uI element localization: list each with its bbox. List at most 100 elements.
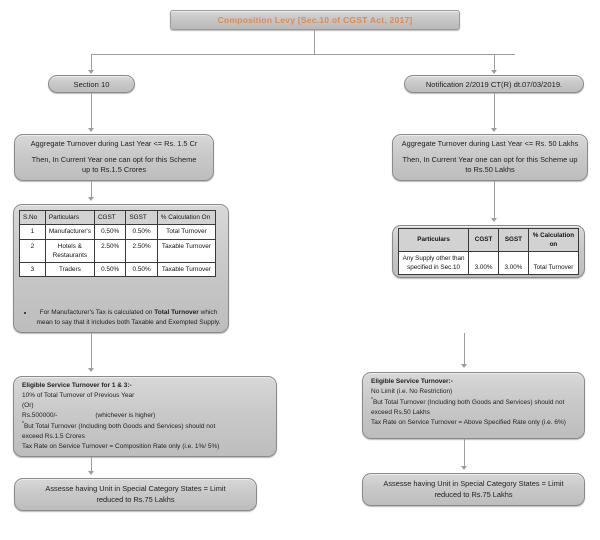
cell-particulars: Any Supply other than specified in Sec.1… xyxy=(397,250,470,276)
right-rate-table: Particulars CGST SGST % Calculation on A… xyxy=(397,227,580,276)
cell-calculation-on: Total Turnover xyxy=(156,224,217,240)
arrow-right-service xyxy=(461,364,467,368)
right-bottom-line1: Assesse having Unit in Special Category … xyxy=(383,478,564,488)
right-service-line2-text: But Total Turnover (Including both Goods… xyxy=(372,399,565,407)
cell-sno: 3 xyxy=(19,262,46,278)
left-bottom-line2: reduced to Rs.75 Lakhs xyxy=(96,494,175,504)
note-bullet: For Manufacturer's Tax is calculated on … xyxy=(34,308,223,327)
arrow-to-notification xyxy=(491,70,497,74)
node-right-rate-table: Particulars CGST SGST % Calculation on A… xyxy=(392,225,585,278)
connector-left-table-down xyxy=(91,333,92,369)
cell-sgst: 3.00% xyxy=(497,250,529,276)
table-row: 1 Manufacturer's 0.50% 0.50% Total Turno… xyxy=(19,224,217,240)
connector-right-turnover-down xyxy=(494,181,495,219)
arrow-right-table xyxy=(491,218,497,222)
table-header-row: Particulars CGST SGST % Calculation on xyxy=(397,227,580,253)
arrow-left-bottom xyxy=(88,471,94,475)
node-right-aggregate-turnover: Aggregate Turnover during Last Year <= R… xyxy=(392,134,588,181)
node-left-aggregate-turnover: Aggregate Turnover during Last Year <= R… xyxy=(14,134,214,181)
cell-cgst: 0.50% xyxy=(93,262,127,278)
connector-to-section10 xyxy=(91,54,92,71)
arrow-left-service xyxy=(88,368,94,372)
cell-calculation-on: Taxable Turnover xyxy=(156,238,217,264)
left-service-line6: Tax Rate on Service Turnover = Compositi… xyxy=(22,443,220,451)
cell-sno: 2 xyxy=(19,238,46,264)
arrow-left-turnover xyxy=(88,128,94,132)
connector-to-notification xyxy=(494,54,495,71)
cell-cgst: 3.00% xyxy=(468,250,499,276)
arrow-right-bottom xyxy=(461,466,467,470)
connector-title-down xyxy=(314,30,315,54)
right-service-line4: Tax Rate on Service Turnover = Above Spe… xyxy=(371,419,566,427)
header-cgst: CGST xyxy=(468,227,499,253)
node-left-rate-table: S.No Particulars CGST SGST % Calculation… xyxy=(13,204,229,333)
right-bottom-line2: reduced to Rs.75 Lakhs xyxy=(434,489,513,499)
node-left-eligible-service-turnover: Eligible Service Turnover for 1 & 3:- 10… xyxy=(13,376,277,457)
cell-particulars: Traders xyxy=(44,262,95,278)
left-turnover-line3: up to Rs.1.5 Crores xyxy=(81,165,147,175)
left-service-line4-text: But Total Turnover (Including both Goods… xyxy=(23,423,216,431)
right-turnover-line3: to Rs.50 Lakhs xyxy=(465,165,515,175)
section-10-label: Section 10 xyxy=(73,79,110,89)
header-sno: S.No xyxy=(19,209,46,226)
header-calculation-on: % Calculation On xyxy=(156,209,217,226)
cell-sno: 1 xyxy=(19,224,46,240)
right-service-line2: *But Total Turnover (Including both Good… xyxy=(371,397,576,408)
connector-split-horizontal xyxy=(91,54,515,55)
node-right-eligible-service-turnover: Eligible Service Turnover:- No Limit (i.… xyxy=(362,372,585,439)
left-turnover-line1: Aggregate Turnover during Last Year <= R… xyxy=(30,138,198,148)
left-service-line4: *But Total Turnover (Including both Good… xyxy=(22,421,268,432)
connector-notification-down xyxy=(494,93,495,129)
right-service-line3: exceed Rs.50 Lakhs xyxy=(371,409,430,417)
connector-right-table-down xyxy=(464,333,465,365)
node-notification[interactable]: Notification 2/2019 CT(R) dt.07/03/2019. xyxy=(404,75,584,93)
arrow-right-turnover xyxy=(491,128,497,132)
asterisk-icon: * xyxy=(22,421,24,427)
header-sgst: SGST xyxy=(497,227,529,253)
node-right-special-category-states: Assesse having Unit in Special Category … xyxy=(362,473,585,506)
note-part2: which mean to say that it includes both … xyxy=(36,309,221,326)
right-service-line1: No Limit (i.e. No Restriction) xyxy=(371,388,453,395)
cell-sgst: 2.50% xyxy=(125,238,158,264)
note-part1: For Manufacturer's Tax is calculated on xyxy=(39,309,155,317)
connector-right-service-down xyxy=(464,439,465,467)
connector-left-service-down xyxy=(91,457,92,472)
header-calculation-on: % Calculation on xyxy=(527,227,580,253)
notification-label: Notification 2/2019 CT(R) dt.07/03/2019. xyxy=(425,79,563,89)
left-service-line1: 10% of Total Turnover of Previous Year xyxy=(22,392,135,399)
left-service-line3: Rs.500000/- (whichever is higher) xyxy=(22,412,156,419)
right-turnover-line2: Then, In Current Year one can opt for th… xyxy=(402,154,578,164)
left-service-heading: Eligible Service Turnover for 1 & 3:- xyxy=(22,382,132,389)
note-bold: Total Turnover xyxy=(154,309,199,317)
node-left-special-category-states: Assesse having Unit in Special Category … xyxy=(14,478,257,511)
table-note: For Manufacturer's Tax is calculated on … xyxy=(23,308,223,327)
left-turnover-line2: Then, In Current Year one can opt for th… xyxy=(31,154,197,164)
header-cgst: CGST xyxy=(93,209,127,226)
header-particulars: Particulars xyxy=(44,209,95,226)
table-header-row: S.No Particulars CGST SGST % Calculation… xyxy=(19,209,217,226)
left-bottom-line1: Assesse having Unit in Special Category … xyxy=(45,483,226,493)
asterisk-icon: * xyxy=(371,397,373,403)
left-rate-table: S.No Particulars CGST SGST % Calculation… xyxy=(19,209,217,278)
right-turnover-line1: Aggregate Turnover during Last Year <= R… xyxy=(401,138,579,148)
cell-sgst: 0.50% xyxy=(125,262,158,278)
left-service-line5: exceed Rs.1.5 Crores xyxy=(22,433,85,441)
chart-title-box: Composition Levy [Sec.10 of CGST Act, 20… xyxy=(170,10,460,30)
cell-cgst: 0.50% xyxy=(93,224,127,240)
header-particulars: Particulars xyxy=(397,227,470,253)
left-service-line2: (Or) xyxy=(22,402,34,409)
cell-particulars: Manufacturer's xyxy=(44,224,95,240)
cell-sgst: 0.50% xyxy=(125,224,158,240)
connector-left-turnover-down xyxy=(91,181,92,198)
page-title: Composition Levy [Sec.10 of CGST Act, 20… xyxy=(217,14,413,25)
table-row: 3 Traders 0.50% 0.50% Taxable Turnover xyxy=(19,262,217,278)
table-row: Any Supply other than specified in Sec.1… xyxy=(397,250,580,276)
arrow-left-table xyxy=(88,197,94,201)
node-section-10[interactable]: Section 10 xyxy=(48,75,135,93)
right-service-heading: Eligible Service Turnover:- xyxy=(371,378,453,385)
cell-calculation-on: Total Turnover xyxy=(527,250,580,276)
cell-cgst: 2.50% xyxy=(93,238,127,264)
header-sgst: SGST xyxy=(125,209,158,226)
cell-particulars: Hotels & Restaurants xyxy=(44,238,95,264)
